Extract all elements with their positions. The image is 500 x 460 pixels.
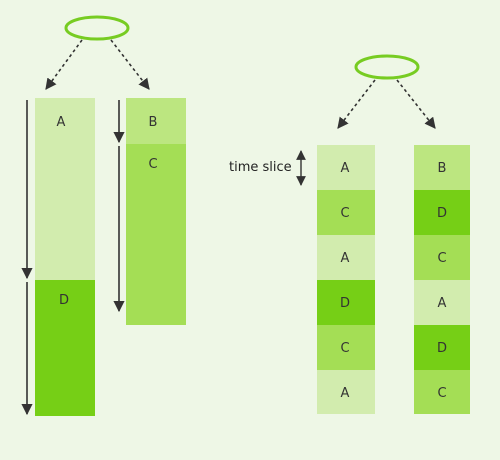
right-col1-block-2	[317, 190, 375, 235]
left-dotted-arrow-2	[110, 39, 150, 90]
right-col2-label-2: D	[437, 206, 447, 221]
left-col2-label-1: B	[149, 115, 158, 130]
right-col1-block-5	[317, 325, 375, 370]
right-col2-label-3: C	[437, 251, 446, 266]
right-col2-label-1: B	[438, 161, 447, 176]
left-diagram: A D B C	[21, 15, 186, 416]
left-col1-label-1: A	[57, 115, 66, 130]
right-col2-block-1	[414, 145, 470, 190]
left-col2-label-2: C	[148, 157, 157, 172]
right-col1-label-2: C	[340, 206, 349, 221]
right-col1-label-3: A	[341, 251, 350, 266]
time-slice-label: time slice	[229, 160, 292, 175]
right-col2-block-2	[414, 190, 470, 235]
right-col2-label-4: A	[438, 296, 447, 311]
left-col1-block-1	[35, 98, 95, 280]
right-col1-label-5: C	[340, 341, 349, 356]
left-dotted-arrow-1	[45, 39, 83, 90]
right-col2-label-5: D	[437, 341, 447, 356]
right-col2-block-6	[414, 370, 470, 414]
right-col2-label-6: C	[437, 386, 446, 401]
right-col1-label-1: A	[341, 161, 350, 176]
right-col1-block-3	[317, 235, 375, 280]
right-dotted-arrow-2	[396, 79, 436, 129]
right-col1-block-1	[317, 145, 375, 190]
right-col1-block-6	[317, 370, 375, 414]
left-col2-block-1	[126, 98, 186, 144]
left-process-ellipse	[64, 15, 130, 41]
right-col1-label-4: D	[340, 296, 350, 311]
right-col2-block-3	[414, 235, 470, 280]
right-col2-block-4	[414, 280, 470, 325]
right-col1-label-6: A	[341, 386, 350, 401]
right-process-ellipse	[354, 54, 420, 80]
right-col1-block-4	[317, 280, 375, 325]
left-col1-block-2	[35, 280, 95, 416]
left-col2-block-2	[126, 144, 186, 325]
right-dotted-arrow-1	[337, 79, 376, 129]
left-col1-label-2: D	[59, 293, 69, 308]
right-col2-block-5	[414, 325, 470, 370]
right-diagram: time slice A C A D C A B D C A D C	[229, 54, 470, 414]
